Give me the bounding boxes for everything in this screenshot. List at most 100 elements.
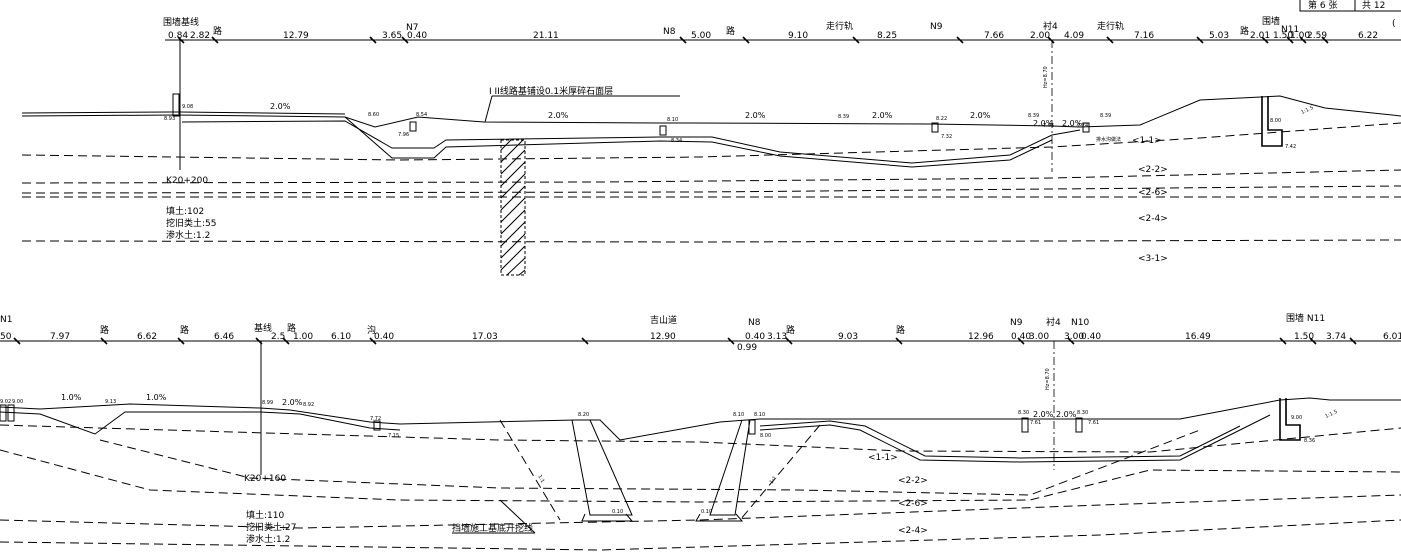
dim-value: 0.40 [1011, 332, 1031, 342]
elevation: 9.02 [0, 399, 11, 405]
drain-n10 [1075, 417, 1083, 433]
layer-boundary-5 [0, 519, 1401, 551]
elevation: 7.76 [1043, 123, 1054, 129]
elevation: 8.30 [1077, 410, 1088, 416]
elevation: 8.39 [1100, 113, 1111, 119]
dim-value: 2.59 [1307, 31, 1327, 41]
layer-label: <1-1> [868, 453, 898, 463]
drain-n9 [1021, 417, 1029, 433]
layer-label: <1-1> [1132, 136, 1162, 146]
label-road: 路 [213, 25, 222, 37]
dim-value: 5.00 [691, 31, 711, 41]
upper-section: 围墙基线 N7 N8 路 路 走行轨 N9 衬4 走行轨 路 围墙 N11 0.… [21, 15, 1401, 276]
quantity-excavation: 挖旧类土:27 [246, 521, 297, 533]
quantity-permeable: 渗水土:1.2 [166, 229, 210, 241]
dim-value: 2.5 [271, 332, 285, 342]
label-road: 路 [726, 25, 735, 37]
vertical-tag: Hz=8.70 [1043, 66, 1049, 88]
dim-value: 16.49 [1185, 332, 1211, 342]
quantity-excavation: 挖旧类土:55 [166, 217, 217, 229]
slope-label: 2.0% [1033, 410, 1054, 419]
corner-mark: ( [1392, 19, 1396, 29]
elevation: 8.30 [1018, 410, 1029, 416]
label-n11: N11 [1281, 25, 1299, 35]
dim-value: 7.16 [1134, 31, 1154, 41]
label-n1: N1 [0, 315, 12, 325]
dim-value: 3.00 [1029, 332, 1049, 342]
dim-value: 0.40 [1081, 332, 1101, 342]
dim-value: 1.50 [1273, 31, 1293, 41]
label-road: 路 [287, 322, 296, 334]
label-road: 路 [180, 324, 189, 336]
subgrade-left [21, 111, 346, 115]
dim-value: 21.11 [533, 31, 559, 41]
slope-label: 2.0% [745, 111, 766, 120]
elevation: 8.36 [1304, 438, 1315, 444]
elevation: 9.13 [105, 399, 116, 405]
excavation-leader [499, 499, 536, 534]
drain-post-4 [1082, 122, 1090, 133]
label-road: 路 [1240, 25, 1249, 37]
ditch-bottom-line [759, 414, 1271, 463]
elevation: 8.00 [1270, 118, 1281, 124]
elevation: 8.00 [760, 433, 771, 439]
dim-value: 7.66 [984, 31, 1004, 41]
dim-value: 3.65 [382, 31, 402, 41]
dim-value: 6.22 [1358, 31, 1378, 41]
drain-n7 [409, 121, 417, 132]
dim-value: 1.00 [293, 332, 313, 342]
elevation: 7.96 [398, 132, 409, 138]
dim-value: 50 [0, 332, 12, 342]
dim-value: 2.01 [1250, 31, 1270, 41]
elevation: 7.15 [388, 433, 399, 439]
dim-value: 3.00 [1064, 332, 1084, 342]
elevation: 8.10 [754, 412, 765, 418]
drain-ditch [373, 420, 381, 431]
slope-ratio: 1:1.5 [1324, 409, 1338, 420]
ground-surface-line [0, 397, 1401, 441]
label-road: 路 [786, 324, 795, 336]
dim-value: 6.62 [137, 332, 157, 342]
layer-boundary-2 [99, 429, 1201, 496]
slope-label: 2.0% [282, 398, 303, 407]
dim-value: 5.03 [1209, 31, 1229, 41]
elevation: 7.32 [941, 134, 952, 140]
slope-label: 1.0% [146, 393, 167, 402]
quantity-fill: 填土:102 [166, 205, 204, 217]
layer-label: <2-2> [1138, 165, 1168, 175]
elevation: 8.10 [667, 117, 678, 123]
layer-boundary-5 [21, 239, 1401, 243]
drain-left [0, 404, 7, 422]
dim-value: 0.40 [745, 332, 765, 342]
slope-label: 2.0% [970, 111, 991, 120]
elevation: 9.00 [1291, 415, 1302, 421]
label-wall: 围墙 [1262, 15, 1280, 27]
slope-line [739, 424, 821, 521]
dim-value: 0.99 [737, 343, 757, 353]
elevation: 8.34 [671, 138, 682, 144]
dim-value: 4.09 [1064, 31, 1084, 41]
elevation: 8.93 [164, 116, 175, 122]
slope-label: 2.0% [1056, 410, 1077, 419]
dim-value: 6.01 [1383, 332, 1401, 342]
excavation-pit-left [571, 419, 633, 516]
upper-dimension-ticks [177, 36, 1329, 44]
slope-label: 2.0% [548, 111, 569, 120]
label-baseline: 基线 [254, 322, 272, 334]
layer-boundary-3 [0, 449, 1401, 503]
elevation: 8.10 [733, 412, 744, 418]
drain-n9 [931, 122, 939, 133]
dim-value: 8.25 [877, 31, 897, 41]
layer-boundary-4 [0, 494, 1401, 529]
label-road: 路 [100, 324, 109, 336]
dim-value: 7.97 [50, 332, 70, 342]
dim-value: 12.96 [968, 332, 994, 342]
elevation: 8.39 [1028, 113, 1039, 119]
layer-label: <2-4> [1138, 214, 1168, 224]
slope-line [499, 419, 561, 521]
excavation-pit-right [709, 419, 751, 516]
dim-value: 2.82 [190, 31, 210, 41]
label-n7: N7 [406, 23, 418, 33]
dim-value: 0.40 [374, 332, 394, 342]
elevation: 7.61 [1030, 420, 1041, 426]
